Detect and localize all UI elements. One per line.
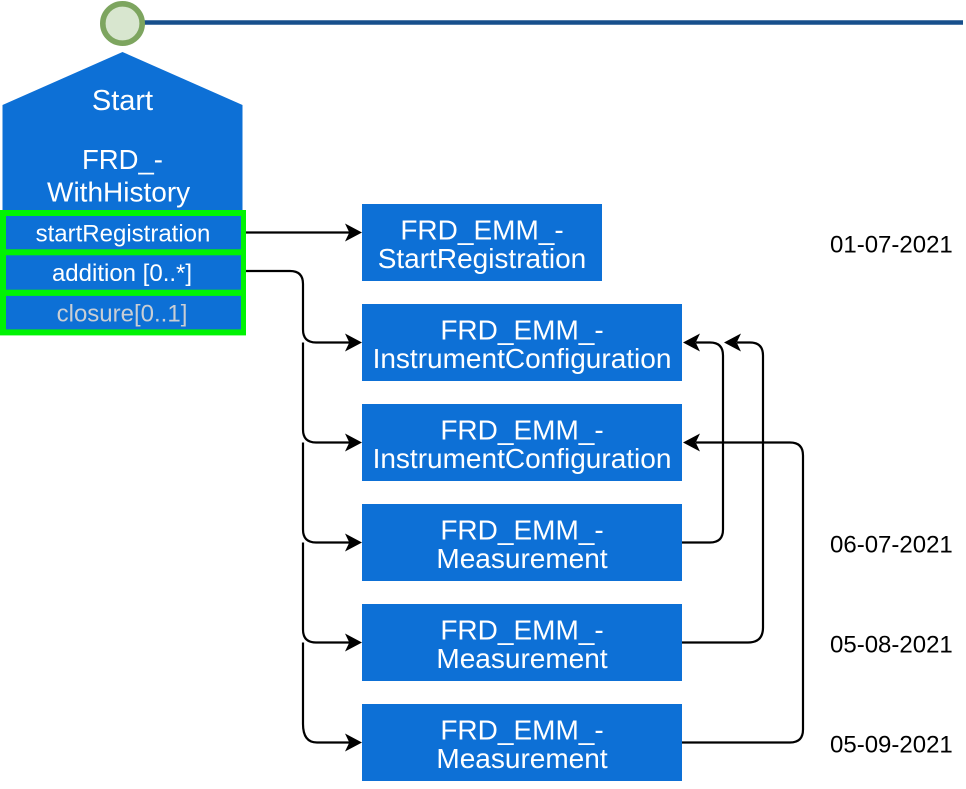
svg-text:FRD_EMM_-: FRD_EMM_- (440, 714, 603, 745)
svg-text:addition [0..*]: addition [0..*] (52, 260, 192, 287)
svg-text:FRD_EMM_-: FRD_EMM_- (400, 214, 563, 245)
svg-text:StartRegistration: StartRegistration (378, 243, 587, 274)
svg-text:05-09-2021: 05-09-2021 (830, 732, 953, 759)
svg-text:closure[0..1]: closure[0..1] (57, 301, 188, 328)
svg-text:Measurement: Measurement (436, 543, 607, 574)
svg-text:InstrumentConfiguration: InstrumentConfiguration (373, 443, 672, 474)
svg-text:WithHistory: WithHistory (47, 177, 190, 208)
svg-text:Measurement: Measurement (436, 743, 607, 774)
svg-text:FRD_-: FRD_- (82, 144, 163, 175)
svg-text:01-07-2021: 01-07-2021 (830, 232, 953, 259)
svg-text:05-08-2021: 05-08-2021 (830, 632, 953, 659)
svg-text:Start: Start (92, 85, 153, 117)
svg-text:FRD_EMM_-: FRD_EMM_- (440, 614, 603, 645)
svg-text:FRD_EMM_-: FRD_EMM_- (440, 314, 603, 345)
svg-text:InstrumentConfiguration: InstrumentConfiguration (373, 343, 672, 374)
svg-text:FRD_EMM_-: FRD_EMM_- (440, 414, 603, 445)
svg-text:Measurement: Measurement (436, 643, 607, 674)
svg-text:startRegistration: startRegistration (36, 220, 211, 247)
svg-text:FRD_EMM_-: FRD_EMM_- (440, 514, 603, 545)
svg-text:06-07-2021: 06-07-2021 (830, 532, 953, 559)
